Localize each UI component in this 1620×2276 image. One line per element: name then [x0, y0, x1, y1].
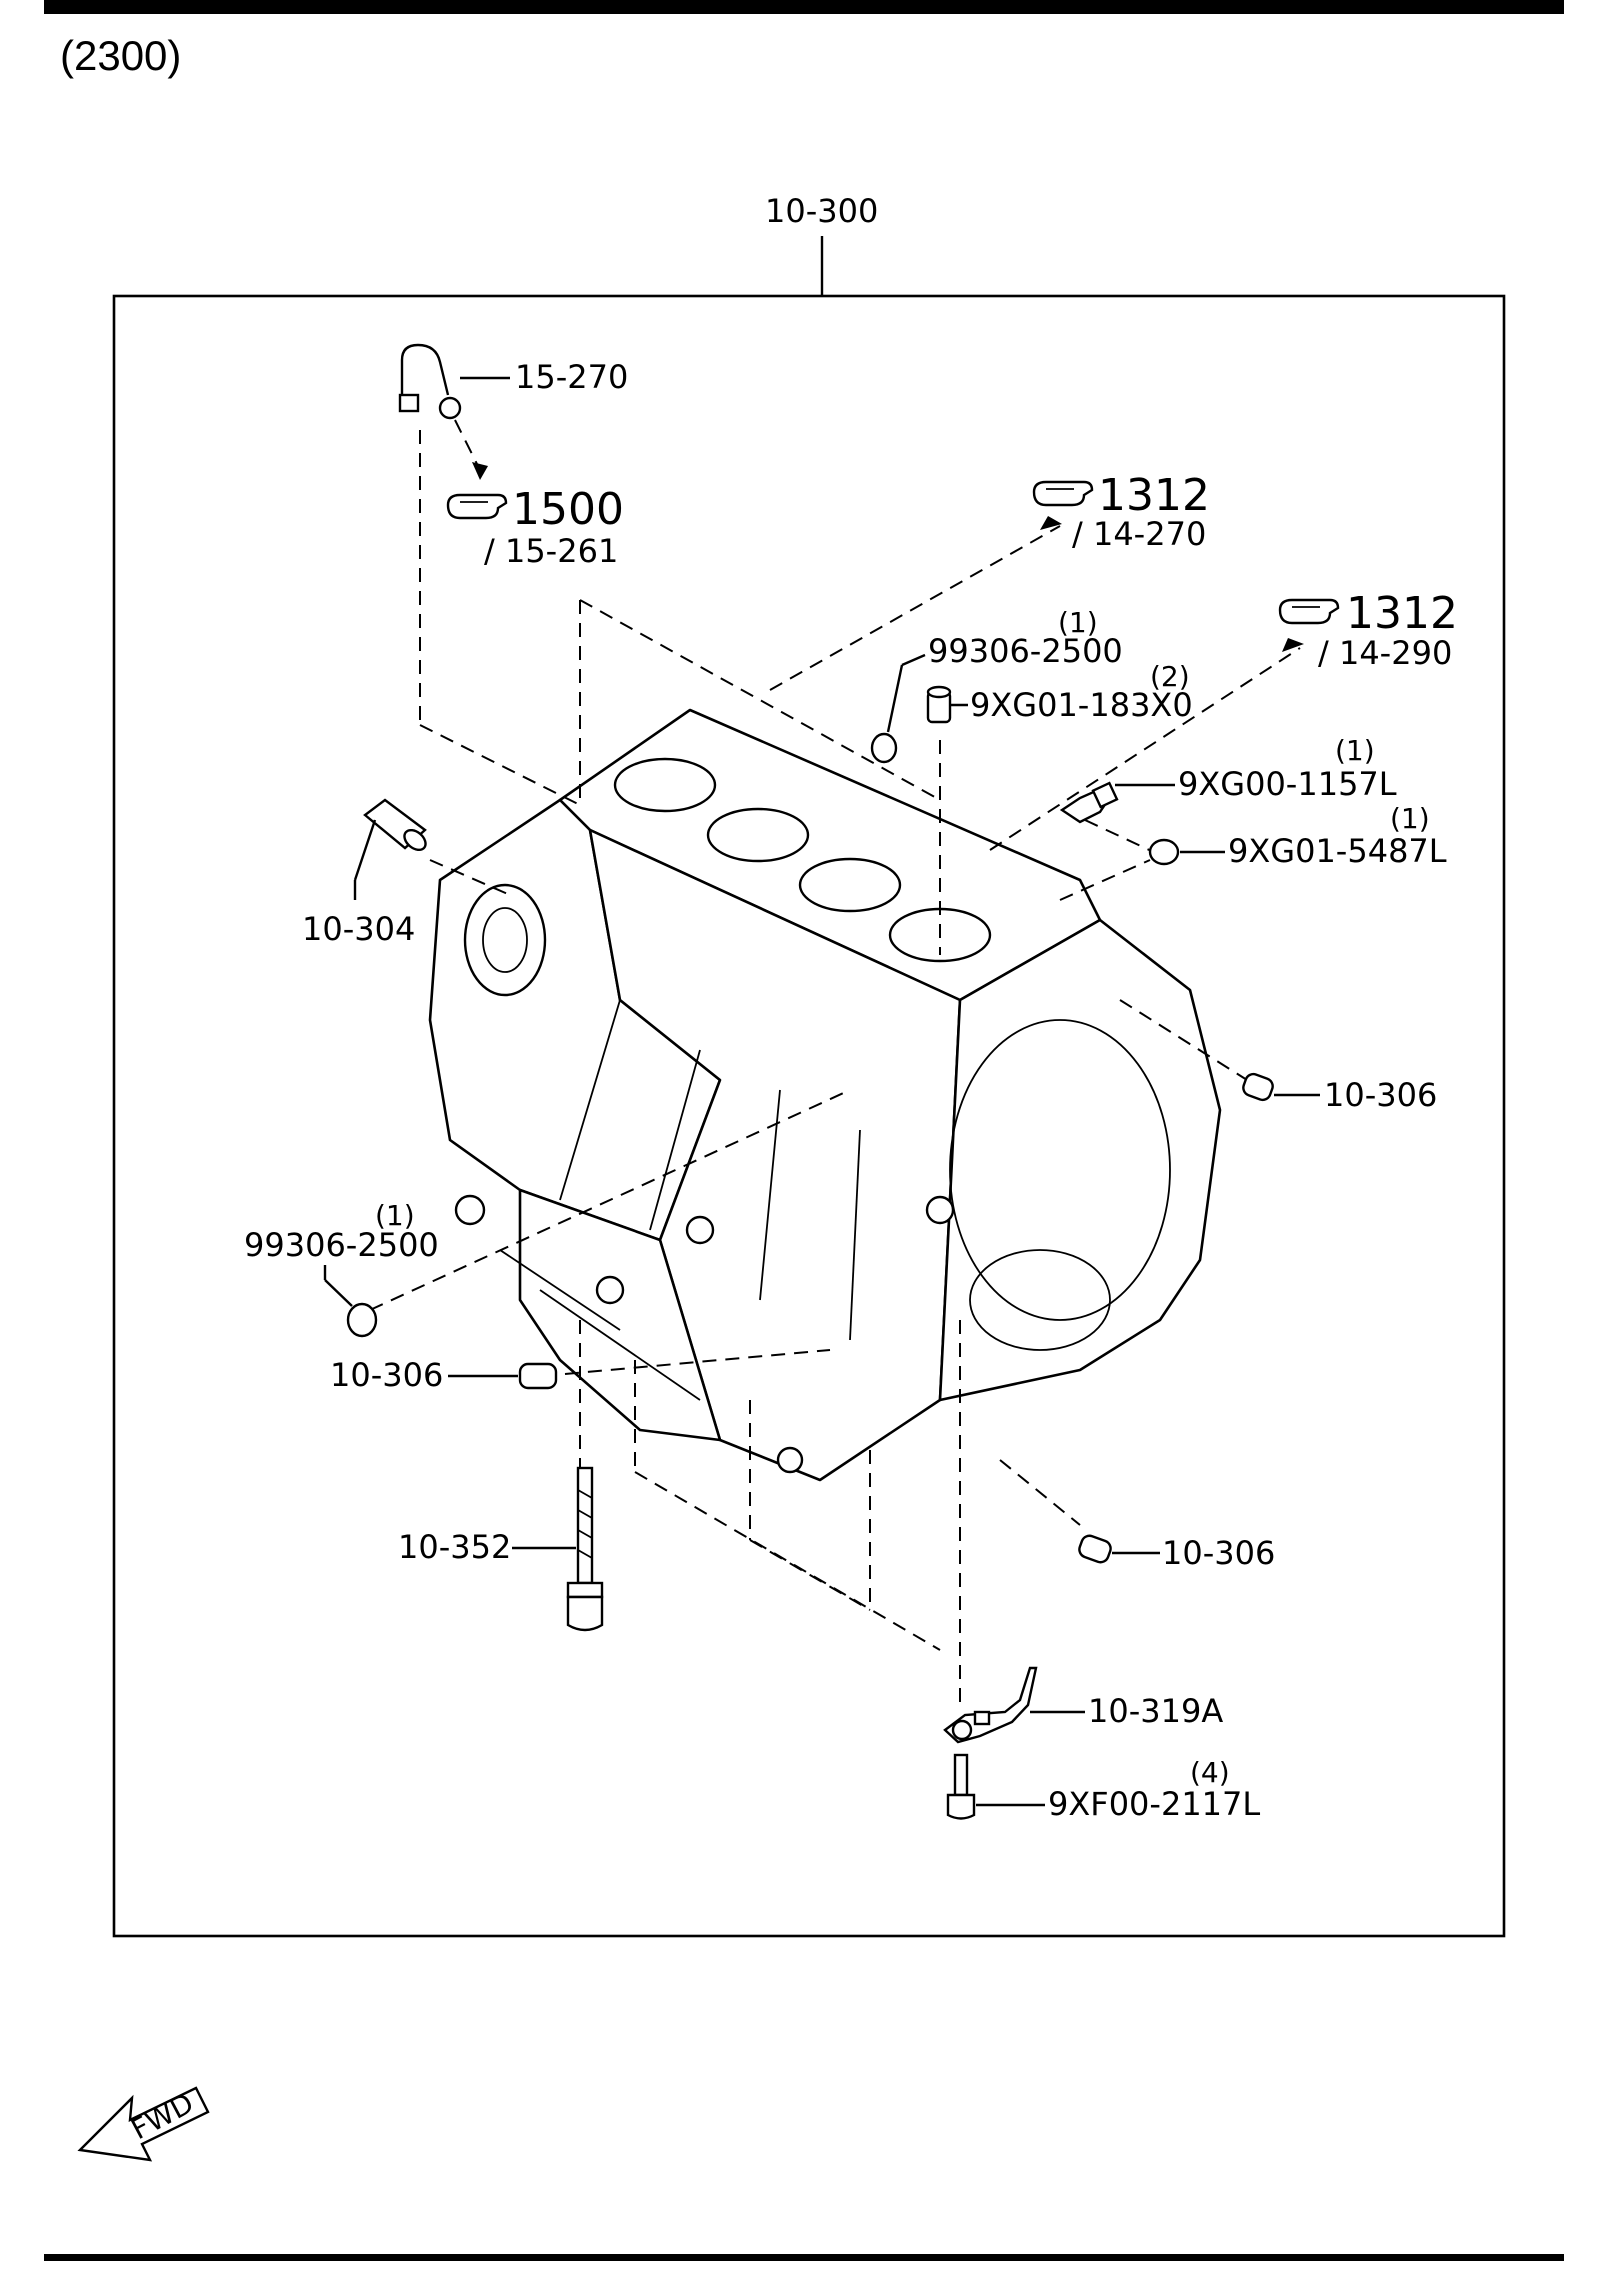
ref-1312-a: 1312 / 14-270 [1032, 470, 1210, 553]
dashed-leaders [369, 430, 1301, 1710]
part-10-304: 10-304 [302, 798, 427, 948]
ref-1312-a-sub: / 14-270 [1072, 515, 1206, 553]
label-9xg01-183x0: 9XG01-183X0 [970, 686, 1193, 724]
part-99306-2500-top: (1) 99306-2500 [870, 606, 1123, 764]
ref-1500: 1500 / 15-261 [446, 484, 624, 570]
part-10-352: 10-352 [398, 1466, 604, 1632]
part-99306-2500-left: (1) 99306-2500 [244, 1199, 439, 1338]
part-9xg01-5487l: (1) 9XG01-5487L [1148, 802, 1447, 870]
ref-1312-b: 1312 / 14-290 [1278, 588, 1458, 672]
fwd-label: FWD [126, 2086, 199, 2146]
bottom-rule [44, 2254, 1564, 2261]
ref-1500-sub: / 15-261 [484, 532, 618, 570]
fwd-arrow-icon: FWD [77, 2086, 210, 2162]
label-10-319a: 10-319A [1088, 1692, 1223, 1730]
qty-9xg01-5487l: (1) [1390, 802, 1430, 835]
part-10-306-bottom: 10-306 [1078, 1534, 1275, 1572]
label-99306-2500-top: 99306-2500 [928, 632, 1123, 670]
label-10-352: 10-352 [398, 1528, 511, 1566]
part-9xg00-1157l: (1) 9XG00-1157L [1059, 734, 1397, 824]
qty-9xf00-2117l: (4) [1190, 1756, 1230, 1789]
part-10-306-right: 10-306 [1242, 1072, 1437, 1114]
label-10-304: 10-304 [302, 910, 415, 948]
part-15-270: 15-270 [398, 343, 628, 480]
top-rule [44, 0, 1564, 14]
label-10-306-right: 10-306 [1324, 1076, 1437, 1114]
section-code: (2300) [60, 32, 182, 79]
label-15-270: 15-270 [515, 358, 628, 396]
ref-1500-number: 1500 [512, 484, 624, 535]
pointing-hand-icon [1278, 598, 1340, 625]
ref-1312-b-number: 1312 [1346, 588, 1458, 639]
qty-99306-2500-left: (1) [375, 1199, 415, 1232]
qty-9xg00-1157l: (1) [1335, 734, 1375, 767]
label-99306-2500-left: 99306-2500 [244, 1226, 439, 1264]
label-9xf00-2117l: 9XF00-2117L [1048, 1785, 1260, 1823]
part-9xg01-183x0: (2) 9XG01-183X0 [926, 660, 1193, 724]
assembly-frame [112, 294, 1506, 1938]
label-9xg00-1157l: 9XG00-1157L [1178, 765, 1397, 803]
qty-99306-2500-top: (1) [1058, 606, 1098, 639]
part-10-319a: 10-319A [943, 1666, 1223, 1744]
cylinder-block [428, 708, 1222, 1482]
ref-1312-a-number: 1312 [1098, 470, 1210, 521]
label-9xg01-5487l: 9XG01-5487L [1228, 832, 1447, 870]
label-10-306-left: 10-306 [330, 1356, 443, 1394]
ref-1312-b-sub: / 14-290 [1318, 634, 1452, 672]
pointing-hand-icon [1032, 480, 1094, 507]
part-9xf00-2117l: (4) 9XF00-2117L [946, 1753, 1260, 1823]
qty-9xg01-183x0: (2) [1150, 660, 1190, 693]
label-10-306-bottom: 10-306 [1162, 1534, 1275, 1572]
pointing-hand-icon [446, 493, 508, 520]
assembly-label: 10-300 [765, 192, 878, 230]
part-10-306-left: 10-306 [330, 1356, 558, 1394]
